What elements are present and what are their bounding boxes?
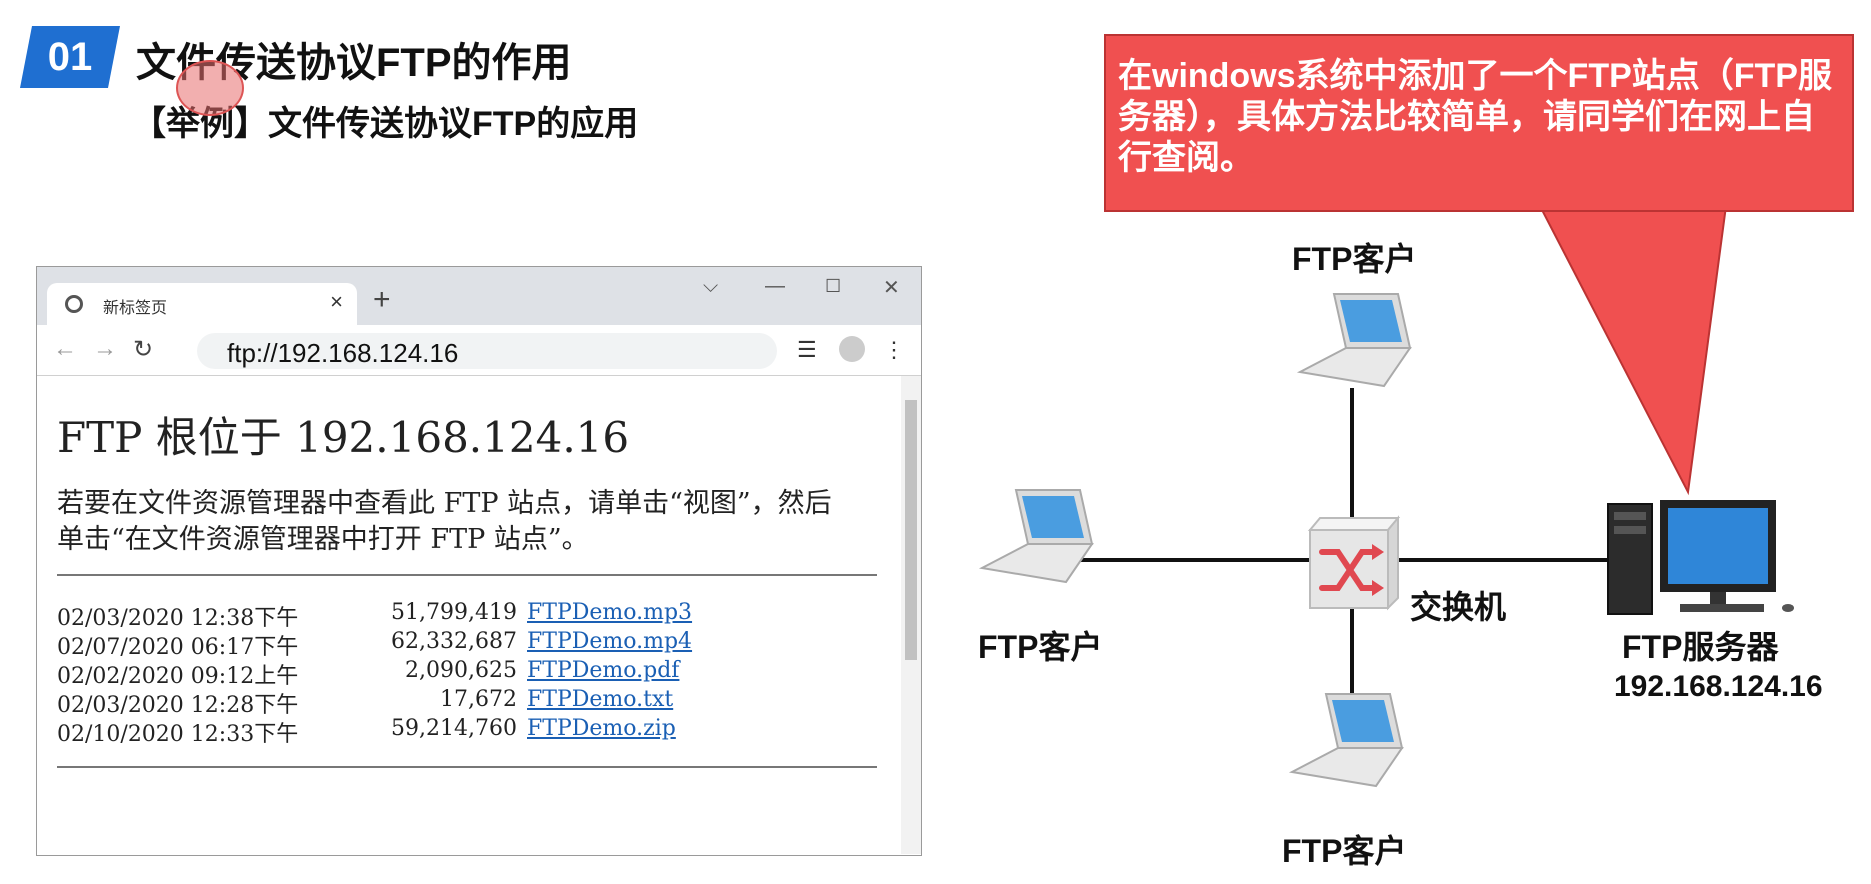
tab-strip: 新标签页 × + ⌵ — ☐ ✕ [37, 267, 921, 325]
url-text: ftp://192.168.124.16 [227, 338, 459, 368]
file-link[interactable]: FTPDemo.mp4 [527, 629, 693, 654]
browser-tab[interactable]: 新标签页 × [47, 283, 357, 325]
menu-kebab-icon[interactable]: ⋮ [883, 337, 905, 362]
laptop-icon-bottom [1288, 693, 1404, 788]
client-label-top: FTP客户 [1292, 241, 1417, 277]
laptop-icon-left [978, 489, 1094, 584]
file-size: 59,214,760 [391, 716, 517, 741]
file-size: 51,799,419 [391, 600, 517, 625]
file-size: 17,672 [440, 687, 517, 712]
forward-arrow-icon[interactable]: → [93, 335, 117, 362]
file-link[interactable]: FTPDemo.zip [527, 716, 676, 741]
switch-label: 交换机 [1410, 589, 1507, 625]
server-label: FTP服务器 [1622, 629, 1779, 665]
close-window-icon[interactable]: ✕ [883, 277, 900, 299]
tab-search-chevron-icon[interactable]: ⌵ [703, 275, 719, 297]
ftp-instructions: 若要在文件资源管理器中查看此 FTP 站点，请单击“视图”，然后单击“在文件资源… [57, 488, 832, 555]
file-date: 02/03/2020 12:28下午 [57, 693, 299, 718]
file-size: 2,090,625 [405, 658, 517, 683]
tab-close-icon[interactable]: × [330, 289, 343, 314]
vertical-scrollbar[interactable] [901, 376, 921, 854]
file-date: 02/10/2020 12:33下午 [57, 722, 299, 747]
divider [57, 574, 877, 576]
file-date: 02/03/2020 12:38下午 [57, 606, 299, 631]
laptop-icon-top [1296, 293, 1412, 388]
minimize-icon[interactable]: — [765, 275, 785, 297]
chrome-icon [65, 295, 83, 313]
scrollbar-thumb[interactable] [905, 400, 917, 660]
client-label-left: FTP客户 [978, 629, 1103, 665]
client-label-bottom: FTP客户 [1282, 833, 1407, 869]
maximize-icon[interactable]: ☐ [825, 276, 842, 296]
section-badge: 01 [20, 26, 120, 88]
file-link[interactable]: FTPDemo.pdf [527, 658, 680, 683]
file-size: 62,332,687 [391, 629, 517, 654]
file-date: 02/02/2020 09:12上午 [57, 664, 299, 689]
callout-box [1104, 34, 1854, 212]
profile-avatar[interactable] [839, 336, 865, 362]
back-arrow-icon[interactable]: ← [53, 335, 77, 362]
file-link[interactable]: FTPDemo.mp3 [527, 600, 693, 625]
switch-icon [1307, 515, 1401, 611]
server-ip: 192.168.124.16 [1614, 670, 1823, 703]
ftp-listing-page: FTP 根位于 192.168.124.16 若要在文件资源管理器中查看此 FT… [37, 376, 899, 854]
reload-icon[interactable]: ↻ [133, 336, 154, 363]
callout-pointer [1538, 205, 1728, 496]
divider [57, 766, 877, 768]
browser-window: 新标签页 × + ⌵ — ☐ ✕ ← → ↻ ftp://192.168.124… [36, 266, 922, 856]
file-date: 02/07/2020 06:17下午 [57, 635, 299, 660]
tab-title: 新标签页 [103, 300, 168, 317]
browser-toolbar: ← → ↻ ftp://192.168.124.16 ☰ ⋮ [37, 325, 921, 376]
address-bar[interactable]: ftp://192.168.124.16 [197, 333, 777, 369]
file-link[interactable]: FTPDemo.txt [527, 687, 674, 712]
new-tab-button[interactable]: + [373, 283, 391, 316]
network-links [1080, 388, 1610, 694]
ftp-root-heading: FTP 根位于 192.168.124.16 [57, 413, 630, 462]
reading-list-icon[interactable]: ☰ [797, 337, 817, 362]
callout-text: 在windows系统中添加了一个FTP站点（FTP服务器），具体方法比较简单，请… [1118, 57, 1832, 177]
ftp-scheme-highlight [176, 60, 244, 116]
server-computer-icon [1607, 500, 1794, 615]
